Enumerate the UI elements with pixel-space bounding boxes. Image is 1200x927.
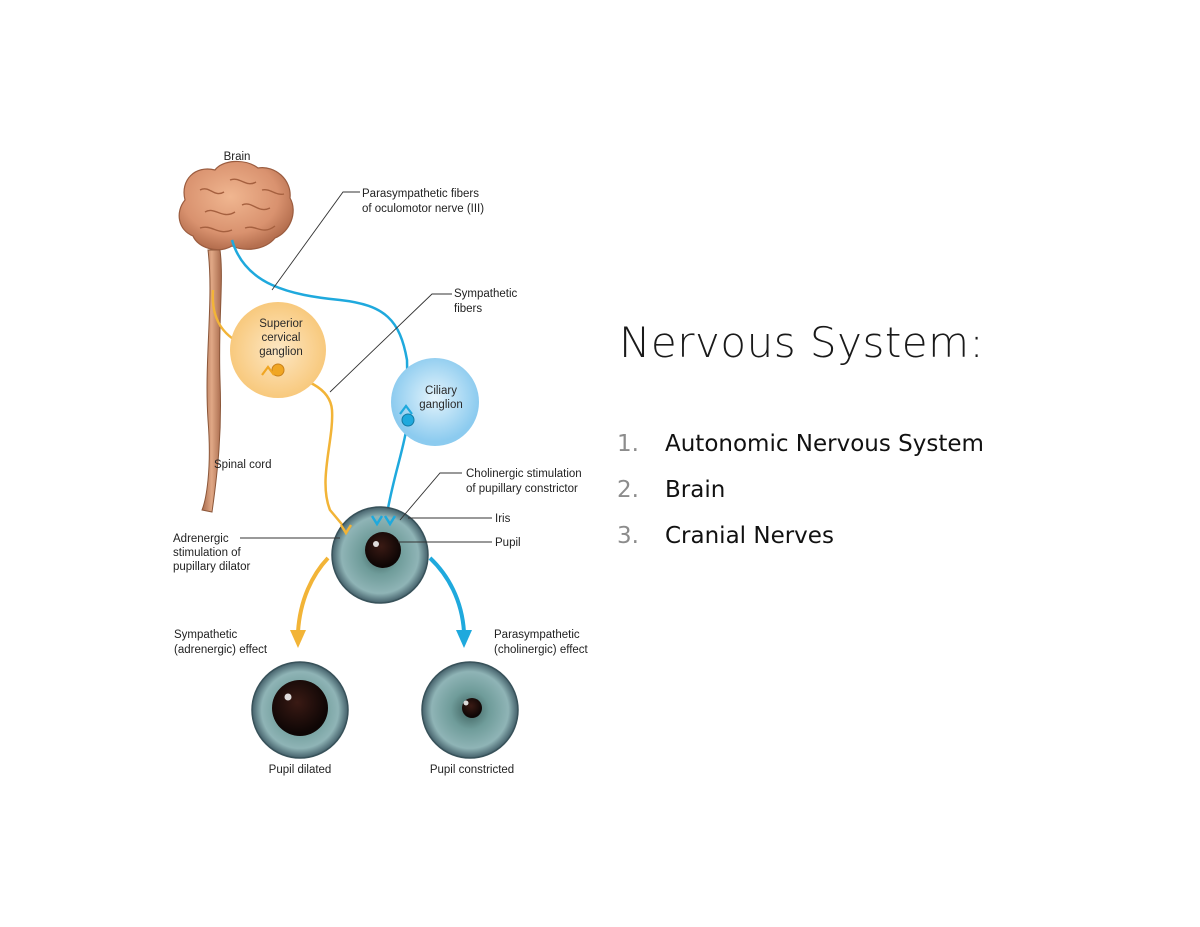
ciliary-ganglion-label-line2: ganglion bbox=[419, 399, 462, 411]
list-item: 1. Autonomic Nervous System bbox=[617, 428, 984, 474]
spinal-cord-label: Spinal cord bbox=[214, 459, 272, 471]
slide-title: Nervous System: bbox=[619, 318, 985, 367]
superior-ganglion-label-line2: cervical bbox=[262, 332, 301, 344]
sympathetic-effect-label-line1: Sympathetic bbox=[174, 629, 238, 641]
sympathetic-fibers-label-line1: Sympathetic bbox=[454, 288, 518, 300]
cholinergic-label-line1: Cholinergic stimulation bbox=[466, 468, 582, 480]
list-item-text: Autonomic Nervous System bbox=[665, 431, 984, 457]
pupil-constricted-label: Pupil constricted bbox=[430, 764, 514, 776]
adrenergic-label-line2: stimulation of bbox=[173, 547, 242, 559]
parasympathetic-effect-label-line1: Parasympathetic bbox=[494, 629, 580, 641]
list-item: 3. Cranial Nerves bbox=[617, 520, 984, 566]
parasympathetic-fibers-label-line2: of oculomotor nerve (III) bbox=[362, 203, 484, 215]
iris-label: Iris bbox=[495, 513, 511, 525]
central-eye bbox=[331, 506, 429, 604]
pupil-dilated-label: Pupil dilated bbox=[269, 764, 332, 776]
cholinergic-label-line2: of pupillary constrictor bbox=[466, 483, 578, 495]
list-item-text: Cranial Nerves bbox=[665, 523, 834, 549]
parasympathetic-effect-arrow bbox=[428, 556, 466, 633]
adrenergic-label-line3: pupillary dilator bbox=[173, 561, 251, 573]
sympathetic-effect-label-line2: (adrenergic) effect bbox=[174, 644, 268, 656]
dilated-eye bbox=[251, 661, 349, 759]
dilated-pupil bbox=[272, 680, 328, 736]
superior-ganglion-label-line1: Superior bbox=[259, 318, 303, 330]
parasympathetic-effect-label-line2: (cholinergic) effect bbox=[494, 644, 589, 656]
constricted-eye bbox=[421, 661, 519, 759]
superior-ganglion-neuron bbox=[271, 363, 285, 377]
superior-ganglion-label-line3: ganglion bbox=[259, 346, 302, 358]
central-pupil bbox=[365, 532, 401, 568]
superior-cervical-ganglion bbox=[230, 302, 326, 398]
brain bbox=[178, 160, 294, 251]
list-item-text: Brain bbox=[665, 477, 726, 503]
sympathetic-effect-arrow bbox=[296, 556, 330, 633]
parasympathetic-fiber-path bbox=[230, 239, 410, 521]
brain-label: Brain bbox=[224, 151, 251, 163]
ciliary-ganglion-label-line1: Ciliary bbox=[425, 385, 457, 397]
sympathetic-fiber-path bbox=[211, 289, 346, 529]
list-item: 2. Brain bbox=[617, 474, 984, 520]
ciliary-ganglion-neuron bbox=[401, 413, 415, 427]
spinal-cord bbox=[201, 249, 222, 513]
topic-list: 1. Autonomic Nervous System 2. Brain 3. Cra… bbox=[617, 428, 984, 566]
list-item-number: 2. bbox=[617, 477, 639, 503]
leader-lines bbox=[240, 191, 492, 543]
adrenergic-label-line1: Adrenergic bbox=[173, 533, 229, 545]
list-item-number: 1. bbox=[617, 431, 639, 457]
list-item-number: 3. bbox=[617, 523, 639, 549]
sympathetic-fibers-label-line2: fibers bbox=[454, 303, 482, 315]
pupil-label: Pupil bbox=[495, 537, 521, 549]
parasympathetic-fibers-label-line1: Parasympathetic fibers bbox=[362, 188, 479, 200]
